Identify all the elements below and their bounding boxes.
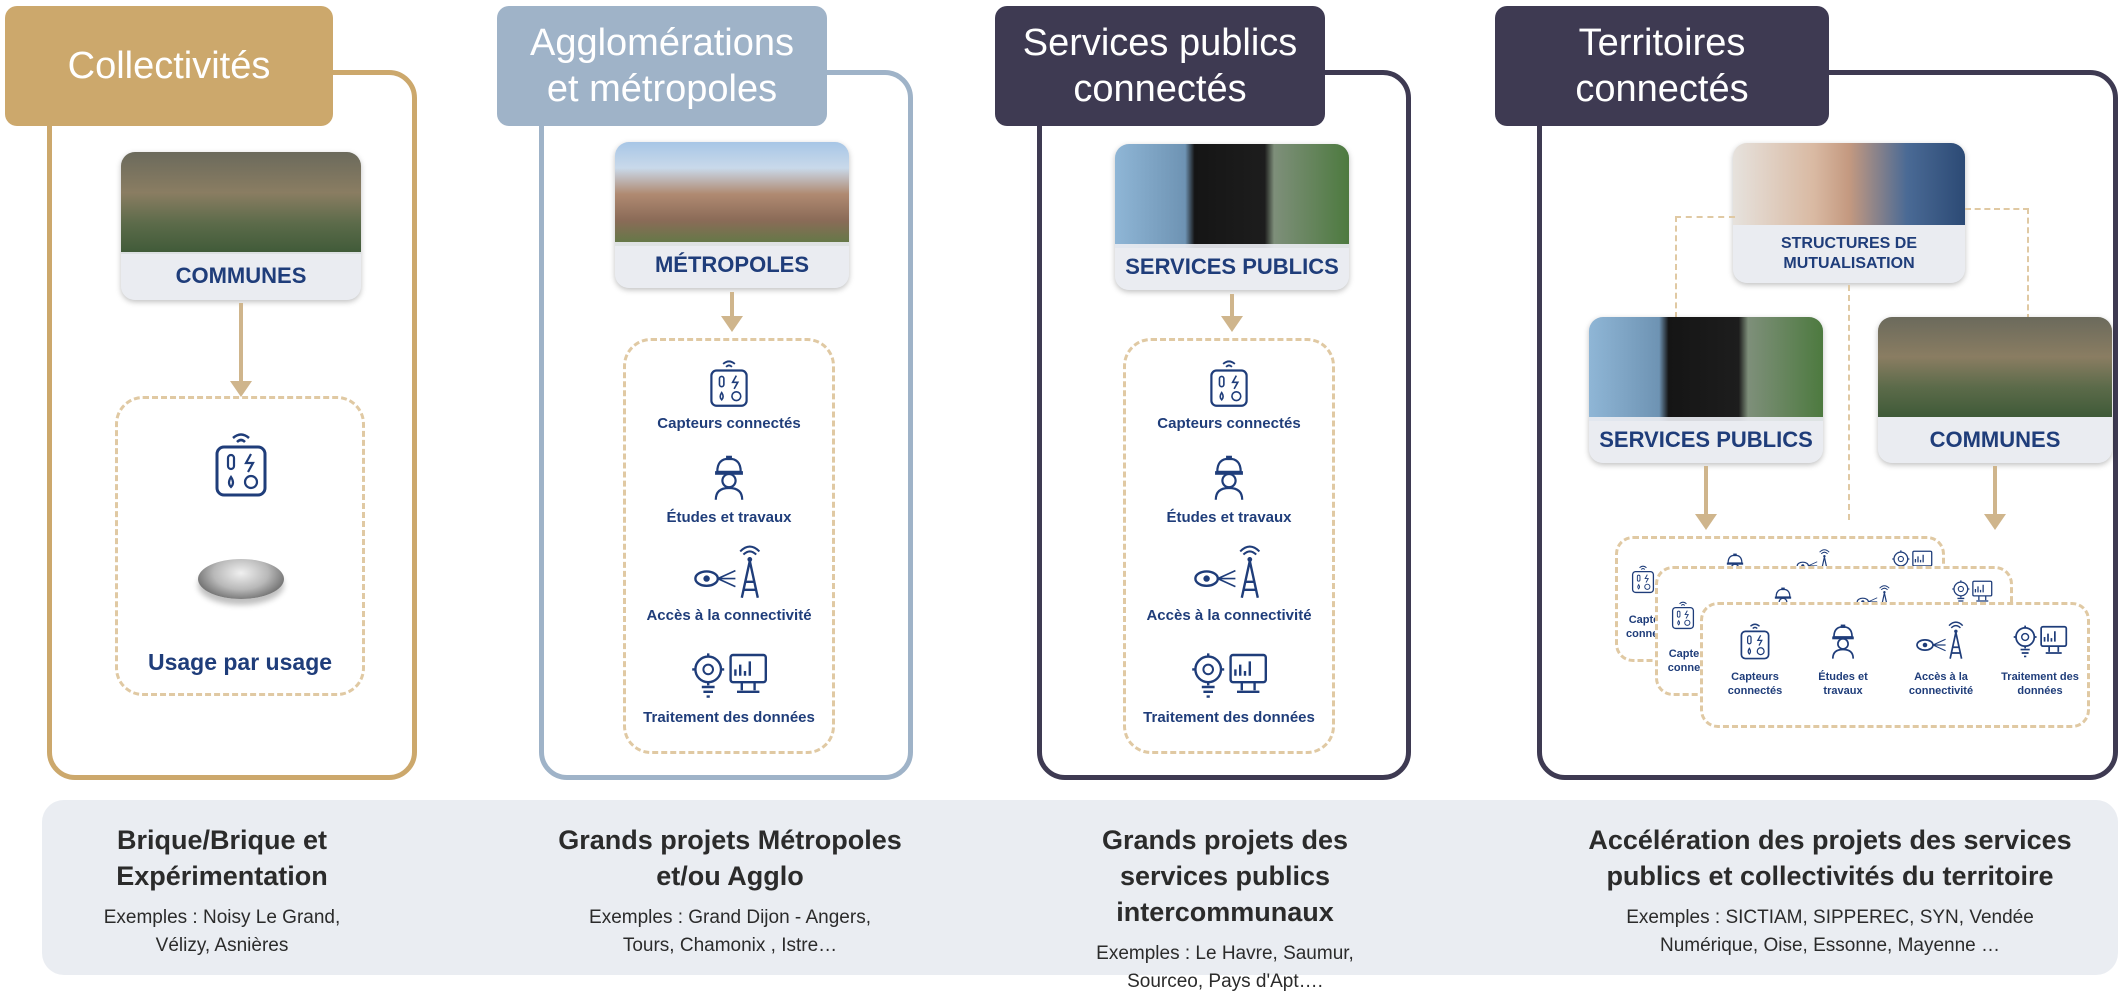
services-publics-photo: SERVICES PUBLICS [1115, 144, 1349, 290]
summary-examples: Exemples : Le Havre, Saumur, Sourceo, Pa… [1096, 943, 1354, 992]
connected-device-icon [198, 559, 284, 599]
dotted-connector-center [1848, 285, 1850, 520]
summary-title: Accélération des projets des services pu… [1588, 825, 2072, 891]
column-collectivites: Collectivités COMMUNES Usage par usage [5, 0, 417, 790]
sensor-icon [211, 429, 271, 499]
column-services-publics: Services publics connectés SERVICES PUBL… [995, 0, 1415, 790]
antenna-icon [1189, 545, 1269, 601]
worker-icon [707, 451, 751, 503]
summary-title: Grands projets des services publics inte… [1101, 825, 1349, 927]
photo-caption: SERVICES PUBLICS [1589, 417, 1823, 463]
sensor-icon [1630, 563, 1656, 595]
column-tab: Agglomérations et métropoles [497, 6, 827, 126]
item-studies: Études et travaux [1126, 451, 1332, 526]
sensor-icon [1207, 357, 1251, 409]
stacked-card-front: Capteurs connectés Études et travaux Acc… [1700, 602, 2090, 728]
data-processing-icon [1189, 647, 1269, 703]
summary-title: Grands projets Métropoles et/ou Agglo [558, 825, 902, 891]
dotted-connector-right [1965, 208, 2029, 320]
mini-item-studies: Études et travaux [1803, 621, 1883, 698]
city-image [615, 142, 849, 246]
summary-title: Brique/Brique et Expérimentation [116, 825, 328, 891]
partial-label: Capte conne [1667, 648, 1701, 674]
item-label: Capteurs connectés [657, 415, 801, 432]
communes-photo: COMMUNES [121, 152, 361, 300]
mini-item-label: Accès à la connectivité [1908, 671, 1974, 697]
photo-caption: COMMUNES [1878, 417, 2112, 463]
village-image [121, 152, 361, 254]
item-sensors: Capteurs connectés [626, 357, 832, 432]
dotted-connector-left [1675, 216, 1735, 318]
item-label: Accès à la connectivité [1146, 607, 1312, 624]
item-studies: Études et travaux [626, 451, 832, 526]
metropoles-photo: MÉTROPOLES [615, 142, 849, 288]
photo-caption: COMMUNES [121, 252, 361, 300]
summary-collectivites: Brique/Brique et Expérimentation Exemple… [62, 822, 382, 960]
handshake-image [1733, 143, 1965, 225]
data-processing-icon [2010, 621, 2070, 661]
down-arrow [230, 303, 252, 397]
partial-label: Capte connec [1626, 614, 1665, 640]
column-tab: Territoires connectés [1495, 6, 1829, 126]
usage-label: Usage par usage [147, 649, 333, 675]
antenna-icon [689, 545, 769, 601]
item-label: Capteurs connectés [1157, 415, 1301, 432]
down-arrow [1221, 294, 1243, 332]
column-territoires: Territoires connectés STRUCTURES DE MUTU… [1495, 0, 2118, 790]
summary-agglomerations: Grands projets Métropoles et/ou Agglo Ex… [530, 822, 930, 960]
item-connectivity: Accès à la connectivité [1126, 545, 1332, 624]
utilities-image [1115, 144, 1349, 248]
summary-services-publics: Grands projets des services publics inte… [1025, 822, 1425, 996]
down-arrow [721, 292, 743, 332]
utilities-image [1589, 317, 1823, 421]
column-tab: Services publics connectés [995, 6, 1325, 126]
item-label: Traitement des données [643, 709, 815, 726]
mini-item-sensors: Capteurs connectés [1715, 621, 1795, 698]
item-label: Études et travaux [666, 509, 792, 526]
photo-caption: MÉTROPOLES [615, 242, 849, 288]
mini-item-connectivity: Accès à la connectivité [1893, 621, 1989, 698]
worker-icon [1207, 451, 1251, 503]
mutualisation-photo: STRUCTURES DE MUTUALISATION [1733, 143, 1965, 283]
antenna-icon [1911, 621, 1971, 661]
item-connectivity: Accès à la connectivité [626, 545, 832, 624]
summary-examples: Exemples : Grand Dijon - Angers, Tours, … [589, 907, 871, 956]
summary-examples: Exemples : SICTIAM, SIPPEREC, SYN, Vendé… [1626, 907, 2034, 956]
sensor-icon [1670, 599, 1696, 631]
mini-item-data: Traitement des données [1995, 621, 2085, 698]
services-box: Capteurs connectés Études et travaux Acc… [1123, 338, 1335, 754]
worker-icon [1826, 621, 1860, 661]
summary-band [42, 800, 2118, 975]
item-label: Traitement des données [1143, 709, 1315, 726]
item-data: Traitement des données [626, 647, 832, 726]
item-label: Études et travaux [1166, 509, 1292, 526]
services-box: Capteurs connectés Études et travaux Acc… [623, 338, 835, 754]
summary-territoires: Accélération des projets des services pu… [1560, 822, 2100, 960]
village-image [1878, 317, 2112, 417]
item-label: Accès à la connectivité [646, 607, 812, 624]
item-sensors: Capteurs connectés [1126, 357, 1332, 432]
down-arrow-right [1984, 466, 2006, 530]
services-publics-photo: SERVICES PUBLICS [1589, 317, 1823, 463]
photo-caption: SERVICES PUBLICS [1115, 244, 1349, 290]
summary-examples: Exemples : Noisy Le Grand, Vélizy, Asniè… [103, 907, 341, 956]
sensor-icon [707, 357, 751, 409]
column-agglomerations: Agglomérations et métropoles MÉTROPOLES … [497, 0, 917, 790]
down-arrow-left [1695, 466, 1717, 530]
item-data: Traitement des données [1126, 647, 1332, 726]
mini-item-label: Capteurs connectés [1727, 671, 1783, 697]
usage-box: Usage par usage [115, 396, 365, 696]
column-tab: Collectivités [5, 6, 333, 126]
communes-photo: COMMUNES [1878, 317, 2112, 463]
sensor-icon [1738, 621, 1772, 661]
data-processing-icon [689, 647, 769, 703]
mini-item-label: Traitement des données [2001, 671, 2079, 697]
photo-caption: STRUCTURES DE MUTUALISATION [1733, 225, 1965, 283]
mini-item-label: Études et travaux [1818, 671, 1868, 697]
